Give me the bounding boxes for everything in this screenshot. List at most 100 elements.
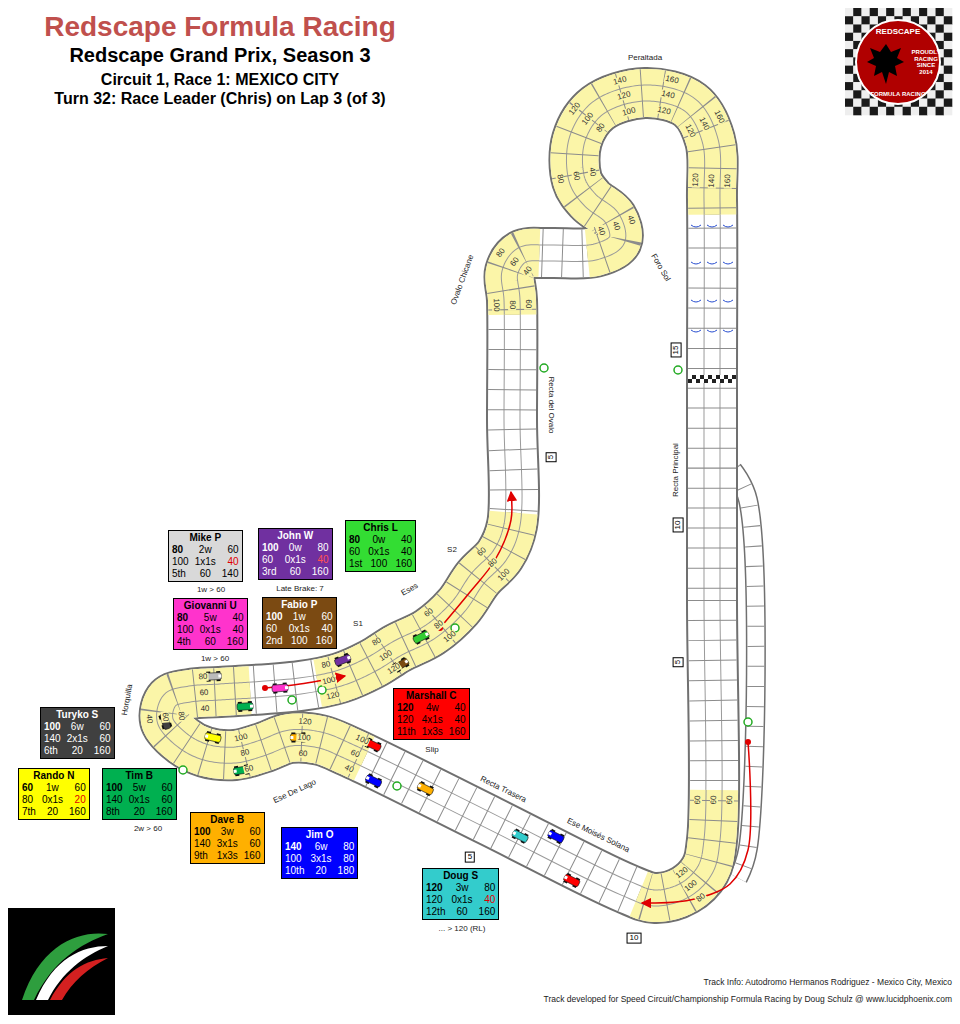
stat-cell: 160	[69, 806, 86, 818]
checker-square	[708, 379, 712, 383]
checker-square	[944, 49, 953, 58]
checker-square	[878, 8, 887, 17]
stat-cell: 60	[69, 782, 86, 794]
checker-square	[944, 107, 953, 116]
stat-grid: 1001w60600x1s402nd100160	[266, 611, 333, 647]
car-nose	[290, 736, 293, 739]
checker-square	[927, 16, 936, 25]
checker-square	[845, 74, 854, 83]
checker-square	[696, 379, 700, 383]
logo-text: FORMULA RACING	[870, 91, 925, 98]
stat-cell: 60	[22, 782, 36, 794]
corner-lane-centre	[318, 513, 514, 684]
stat-cell: 40	[479, 894, 496, 906]
corner-speed: 100	[683, 878, 700, 894]
checker-square	[845, 16, 854, 25]
car-nose	[205, 734, 209, 738]
checker-square	[886, 107, 895, 116]
checker-square	[919, 8, 928, 17]
stat-cell: 8th	[106, 806, 123, 818]
distance-marker: 5	[673, 657, 684, 667]
stat-cell: 6th	[44, 745, 61, 757]
stat-cell: 2nd	[266, 635, 283, 647]
driver-name: Marshall C	[397, 690, 466, 702]
race-car	[364, 773, 383, 789]
stat-grid: 1005w601400x1s608th20160	[106, 782, 173, 818]
checker-square	[944, 90, 953, 99]
corner-speed: 100	[377, 648, 394, 663]
stat-cell: 100	[177, 624, 194, 636]
checker-square	[911, 8, 920, 17]
corner-speed: 100	[296, 733, 312, 742]
stat-cell: 60	[316, 611, 333, 623]
corner-name: Recta Trasera	[478, 775, 527, 805]
stat-cell: 3x1s	[310, 853, 331, 865]
stat-cell: 0x1s	[42, 794, 63, 806]
move-start-dot	[745, 739, 751, 745]
driver-name: Chris L	[349, 522, 412, 534]
stat-cell: 60	[94, 721, 111, 733]
corner-speed: 40	[595, 225, 606, 238]
checker-square	[894, 8, 903, 17]
corner-speed: 100	[620, 106, 637, 118]
corner-speed: 60	[298, 749, 309, 758]
car-nose	[418, 784, 422, 788]
stat-cell: 60	[285, 566, 306, 578]
stat-cell: 1x1s	[195, 556, 216, 568]
car-body	[417, 782, 434, 795]
checker-square	[944, 33, 953, 42]
corner-speed: 140	[697, 115, 711, 132]
race-car	[158, 712, 172, 730]
corner-speed: 160	[663, 74, 680, 85]
corner-speed: 80	[433, 618, 447, 631]
car-nose	[366, 776, 370, 780]
checker-square	[845, 33, 854, 42]
corner-name: Ese Moisés Solana	[565, 817, 630, 855]
stat-cell: 160	[449, 726, 466, 738]
stat-cell: 5th	[172, 568, 189, 580]
lane-mark	[723, 300, 733, 302]
corner-name: Recta del Ovalo	[547, 377, 556, 434]
lane-mark	[723, 262, 733, 264]
checker-square	[936, 99, 945, 108]
stat-cell: 100	[106, 782, 123, 794]
race-car	[237, 701, 254, 712]
checker-square	[944, 74, 953, 83]
stat-cell: 80	[22, 794, 36, 806]
car-nose	[285, 686, 288, 689]
checker-square	[861, 8, 870, 17]
driver-card: Dave B1003w601403x1s609th1x3s160	[190, 812, 265, 864]
driver-name: Tim B	[106, 770, 173, 782]
checker-square	[696, 375, 700, 379]
stat-cell: 40	[395, 534, 412, 546]
corner-speed: 80	[370, 636, 384, 649]
checker-square	[853, 107, 862, 116]
stat-cell: 120	[397, 702, 416, 714]
checker-square	[708, 375, 712, 379]
corner-speed: 120	[567, 100, 583, 117]
stat-grid: 1000w80600x1s403rd60160	[262, 542, 329, 578]
corner-speed: 100	[441, 629, 458, 645]
car-body	[563, 874, 580, 887]
checker-square	[720, 375, 724, 379]
lane-mark	[707, 225, 717, 227]
stat-cell: 0w	[285, 542, 306, 554]
checker-square	[853, 82, 862, 91]
driver-card: Turyko S1006w601402x1s606th20160	[40, 707, 115, 759]
corner-speed: 60	[508, 255, 521, 269]
footer-note: Track Info: Autodromo Hermanos Rodriguez…	[704, 978, 952, 987]
corner-speed: 40	[610, 219, 621, 232]
space-ticks	[165, 93, 715, 898]
stat-cell: 10th	[285, 865, 304, 877]
stat-cell: 0x1s	[368, 546, 389, 558]
checker-square	[845, 66, 854, 75]
car-nose	[425, 632, 429, 636]
lane-mark	[691, 330, 701, 332]
checkpoint	[744, 718, 752, 726]
driver-name: Doug S	[426, 870, 495, 882]
logo-text: REDSCAPE	[876, 28, 920, 37]
stat-cell: 100	[44, 721, 61, 733]
corner-speed: 60	[243, 764, 256, 774]
stat-cell: 80	[338, 853, 355, 865]
checker-square	[936, 16, 945, 25]
